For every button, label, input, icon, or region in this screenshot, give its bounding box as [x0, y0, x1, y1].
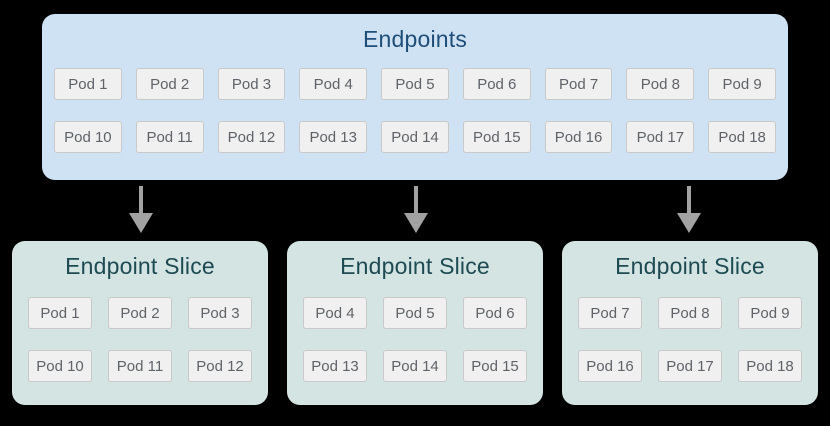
- pod: Pod 8: [658, 297, 722, 329]
- endpoint-slice-title: Endpoint Slice: [615, 253, 765, 279]
- arrow-head: [677, 213, 701, 233]
- pod: Pod 6: [463, 297, 527, 329]
- pod: Pod 15: [463, 350, 527, 382]
- pod: Pod 10: [54, 121, 122, 153]
- pod: Pod 9: [738, 297, 802, 329]
- down-arrow-icon: [129, 186, 153, 233]
- pod: Pod 5: [381, 68, 449, 100]
- pod: Pod 7: [544, 68, 613, 100]
- endpoints-pod-row-2: Pod 10 Pod 11 Pod 12 Pod 13 Pod 14 Pod 15 Pod …: [54, 121, 777, 153]
- pod: Pod 16: [544, 121, 613, 153]
- pod: Pod 11: [108, 350, 172, 382]
- pod: Pod 16: [578, 350, 642, 382]
- arrow-head: [129, 213, 153, 233]
- pod: Pod 17: [658, 350, 722, 382]
- pod: Pod 2: [135, 68, 204, 100]
- pod: Pod 6: [462, 68, 531, 100]
- arrow-stem: [414, 186, 418, 213]
- down-arrow-icon: [404, 186, 428, 233]
- pod: Pod 14: [381, 121, 449, 153]
- pod: Pod 17: [626, 121, 695, 153]
- pod: Pod 10: [28, 350, 92, 382]
- slice-pod-row-2: Pod 13 Pod 14 Pod 15: [303, 350, 527, 382]
- pod: Pod 7: [578, 297, 642, 329]
- endpoint-slice-title: Endpoint Slice: [340, 253, 490, 279]
- slice-pod-row-2: Pod 16 Pod 17 Pod 18: [578, 350, 802, 382]
- pod: Pod 13: [299, 121, 368, 153]
- pod: Pod 4: [299, 68, 368, 100]
- arrow-stem: [139, 186, 143, 213]
- slice-pod-row-2: Pod 10 Pod 11 Pod 12: [28, 350, 252, 382]
- slice-pod-grid: Pod 4 Pod 5 Pod 6 Pod 13 Pod 14 Pod 15: [303, 297, 527, 382]
- slice-pod-row-1: Pod 4 Pod 5 Pod 6: [303, 297, 527, 329]
- slice-pod-grid: Pod 7 Pod 8 Pod 9 Pod 16 Pod 17 Pod 18: [578, 297, 802, 382]
- pod: Pod 18: [738, 350, 802, 382]
- down-arrow-icon: [677, 186, 701, 233]
- pod: Pod 4: [303, 297, 367, 329]
- arrow-head: [404, 213, 428, 233]
- pod: Pod 9: [708, 68, 777, 100]
- pod: Pod 5: [383, 297, 447, 329]
- pod: Pod 14: [383, 350, 447, 382]
- pod: Pod 18: [708, 121, 777, 153]
- slice-pod-grid: Pod 1 Pod 2 Pod 3 Pod 10 Pod 11 Pod 12: [28, 297, 252, 382]
- endpoints-title: Endpoints: [362, 26, 468, 52]
- slice-pod-row-1: Pod 1 Pod 2 Pod 3: [28, 297, 252, 329]
- pod: Pod 1: [54, 68, 122, 100]
- pod: Pod 13: [303, 350, 367, 382]
- endpoints-pod-grid: Pod 1 Pod 2 Pod 3 Pod 4 Pod 5 Pod 6 Pod 7 Pod 8…: [54, 68, 777, 153]
- pod: Pod 8: [626, 68, 695, 100]
- pod: Pod 1: [28, 297, 92, 329]
- pod: Pod 11: [135, 121, 204, 153]
- pod: Pod 3: [217, 68, 286, 100]
- pod: Pod 3: [188, 297, 252, 329]
- slice-pod-row-1: Pod 7 Pod 8 Pod 9: [578, 297, 802, 329]
- pod: Pod 2: [108, 297, 172, 329]
- endpoints-pod-row-1: Pod 1 Pod 2 Pod 3 Pod 4 Pod 5 Pod 6 Pod 7 Pod 8…: [54, 68, 777, 100]
- pod: Pod 12: [188, 350, 252, 382]
- pod: Pod 12: [217, 121, 286, 153]
- pod: Pod 15: [462, 121, 531, 153]
- endpoint-slice-title: Endpoint Slice: [65, 253, 215, 279]
- endpoints-box: Endpoints Pod 1 Pod 2 Pod 3 Pod 4 Pod 5 Pod 6…: [42, 14, 788, 180]
- arrow-stem: [687, 186, 691, 213]
